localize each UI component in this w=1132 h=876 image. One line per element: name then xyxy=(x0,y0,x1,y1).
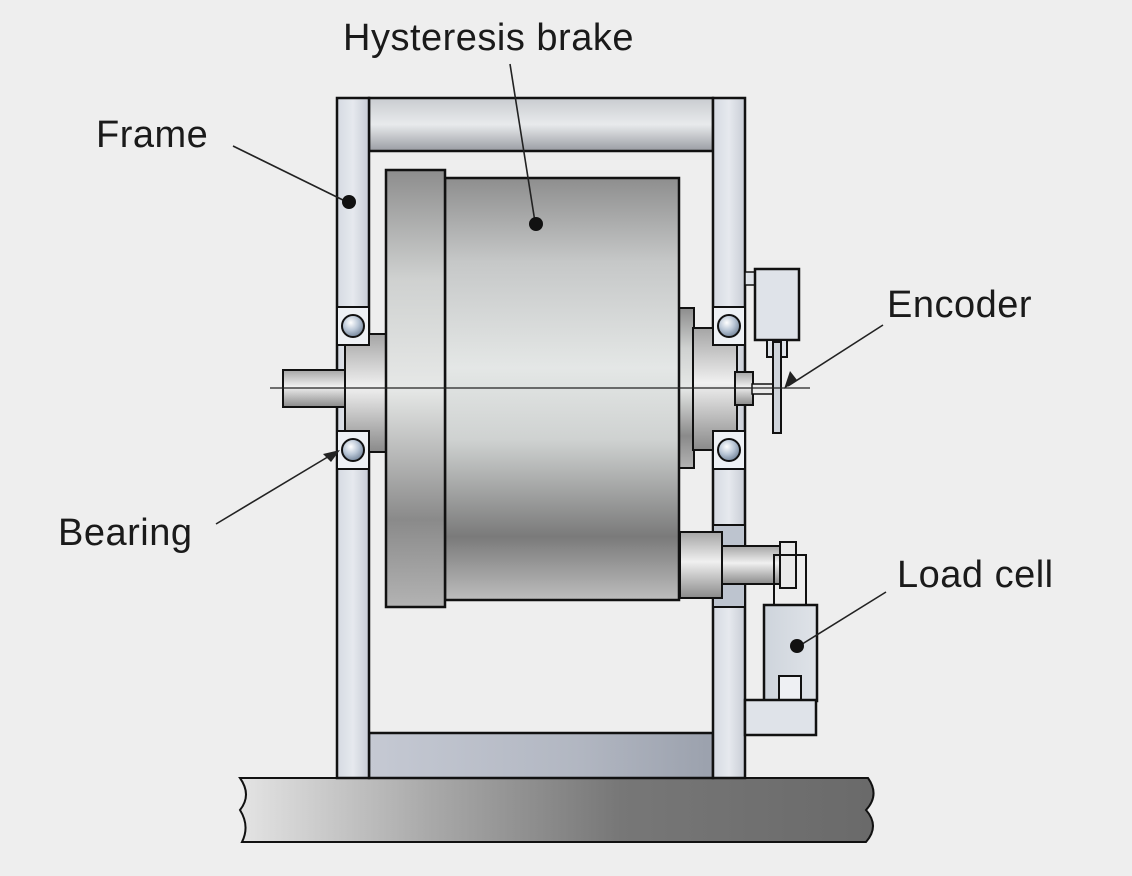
frame-bottom-bar xyxy=(367,731,715,780)
brake-body xyxy=(443,176,681,602)
load-cell-slot xyxy=(778,675,802,701)
torque-arm-end xyxy=(779,541,797,589)
torque-arm-pin xyxy=(679,531,723,599)
bearing-arrowhead xyxy=(323,450,340,462)
base-plate xyxy=(238,777,875,843)
right-bearings xyxy=(712,306,746,470)
encoder-arrowhead xyxy=(784,371,797,389)
label-encoder: Encoder xyxy=(887,284,1033,326)
left-bearings xyxy=(336,306,370,470)
load-cell-base xyxy=(743,698,818,737)
brake-dot xyxy=(529,217,543,231)
leader-lines xyxy=(215,63,887,647)
label-frame: Frame xyxy=(96,114,209,156)
label-hysteresis-brake: Hysteresis brake xyxy=(343,17,634,59)
label-load-cell: Load cell xyxy=(897,554,1054,596)
encoder-bracket xyxy=(744,271,756,286)
load-cell-dot xyxy=(790,639,804,653)
label-bearing: Bearing xyxy=(58,512,193,554)
encoder-body xyxy=(753,267,801,342)
frame-dot xyxy=(342,195,356,209)
frame-top-bar xyxy=(367,96,715,153)
